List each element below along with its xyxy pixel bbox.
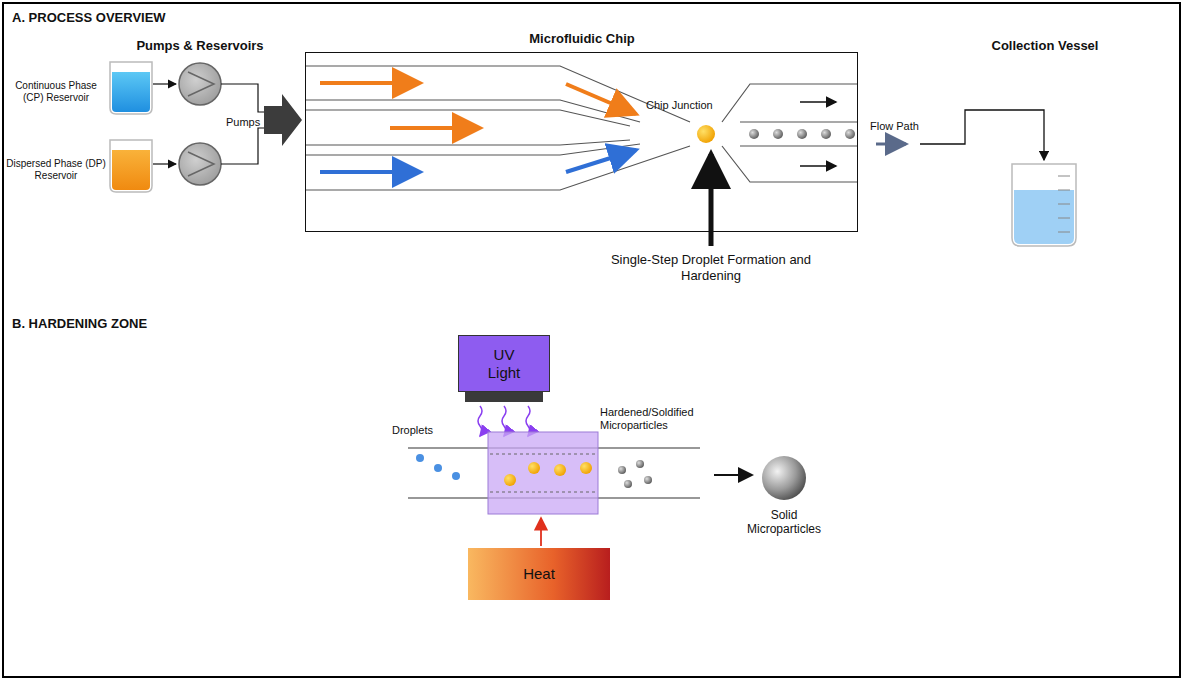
collection-vessel	[1012, 164, 1076, 246]
reservoir-label: Continuous Phase (CP) Reservoir	[6, 80, 106, 104]
column-heading: Pumps & Reservoirs	[110, 38, 290, 54]
uv-lamp: UV Light	[458, 335, 550, 392]
product-label: Solid Microparticles	[734, 508, 834, 537]
chip-heading: Microfluidic Chip	[482, 31, 682, 47]
callout-label: Hardened/Soldified Microparticles	[600, 406, 710, 432]
solid-microparticle	[762, 456, 806, 500]
hardening-chamber	[488, 432, 598, 514]
droplet-train	[749, 129, 855, 139]
curing-droplets	[504, 462, 592, 486]
process-label: Single-Step Droplet Formation and Harden…	[601, 252, 821, 283]
section-heading: B. HARDENING ZONE	[12, 316, 232, 332]
cp-reservoir	[110, 62, 152, 114]
dp-reservoir	[110, 140, 152, 192]
callout-label: Droplets	[392, 424, 462, 437]
section-heading: A. PROCESS OVERVIEW	[12, 10, 232, 26]
chip-channels	[305, 66, 858, 190]
heat-label: Heat	[499, 565, 579, 583]
pump-symbol	[179, 63, 221, 185]
heat-source: Heat	[468, 548, 610, 600]
lamp-label: UV Light	[479, 346, 529, 382]
hardened-particles	[618, 460, 652, 488]
reservoir-label: Dispersed Phase (DP) Reservoir	[6, 158, 106, 182]
pump-label: Pumps	[226, 116, 286, 129]
droplet	[697, 125, 715, 143]
droplets	[416, 454, 460, 480]
big-arrow	[264, 94, 302, 146]
lamp-base	[465, 392, 543, 402]
flow-label: Flow Path	[870, 120, 940, 133]
column-heading: Collection Vessel	[960, 38, 1130, 54]
chip-outline: Microfluidic ChipChip Junction	[305, 52, 858, 232]
junction-label: Chip Junction	[646, 99, 746, 112]
